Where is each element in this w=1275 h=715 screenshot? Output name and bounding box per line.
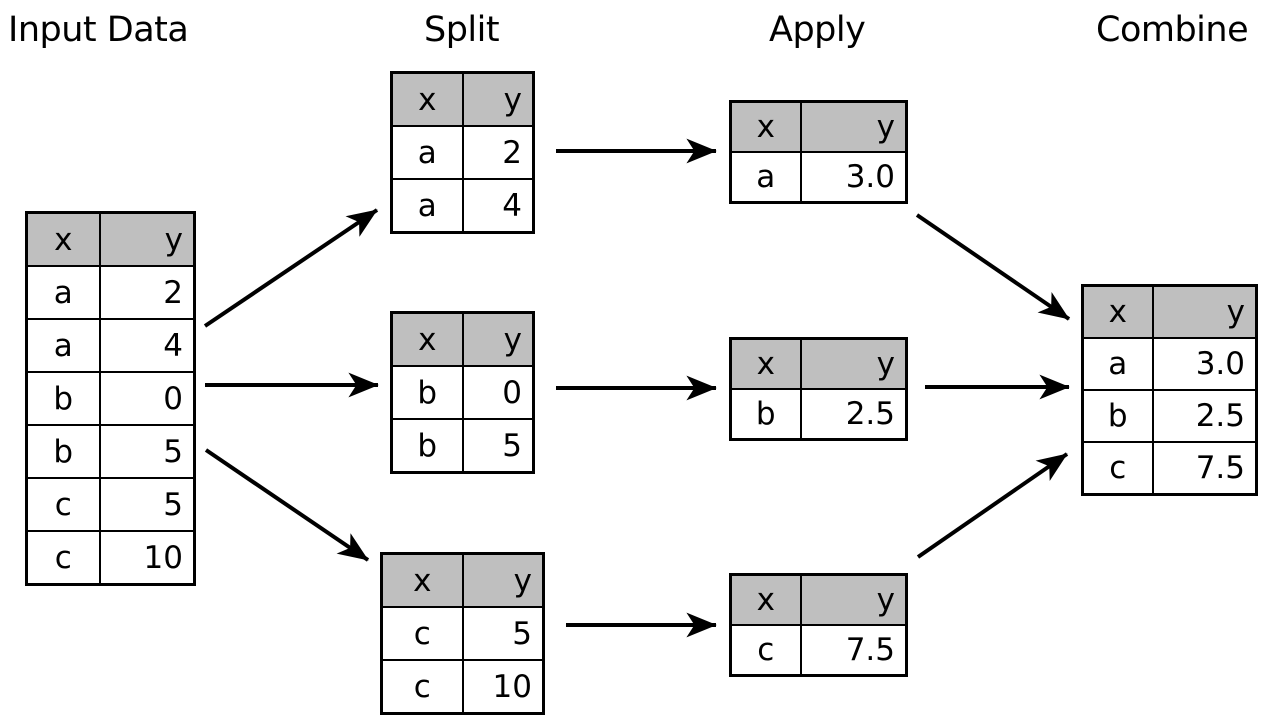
cell-y: 2 [461,125,535,180]
column-header-y: y [1151,284,1258,339]
column-header-y: y [461,311,535,367]
cell-y: 7.5 [1151,441,1258,496]
cell-y: 3.0 [1151,337,1258,391]
table-row: b 5 [390,418,535,474]
table-row: a 2 [25,265,196,320]
cell-x: a [1081,337,1154,391]
cell-x: b [390,418,464,474]
cell-y: 2.5 [799,388,908,441]
cell-y: 5 [461,418,535,474]
cell-y: 4 [461,178,535,234]
stage-title-input-data: Input Data [8,10,189,50]
cell-y: 0 [461,365,535,420]
table-header-row: x y [380,552,545,608]
table-header-row: x y [25,211,196,267]
table-row: c 7.5 [729,624,908,677]
table-row: c 7.5 [1081,441,1258,496]
input-data-table: x y a 2 a 4 b 0 b 5 c 5 [25,211,196,586]
cell-x: b [390,365,464,420]
table-header-row: x y [1081,284,1258,339]
column-header-x: x [390,71,464,127]
input-to-split-a-arrow [203,208,379,328]
cell-y: 5 [98,424,196,479]
input-to-split-c-arrow [204,448,370,562]
table-row: b 0 [390,365,535,420]
table-row: c 5 [25,477,196,532]
apply-table-group-c: x y c 7.5 [729,573,908,677]
cell-x: b [729,388,802,441]
table-row: b 2.5 [729,388,908,441]
cell-y: 2.5 [1151,389,1258,443]
cell-y: 0 [98,371,196,426]
cell-x: a [729,151,802,204]
column-header-y: y [461,71,535,127]
cell-x: c [1081,441,1154,496]
cell-x: a [390,125,464,180]
combine-table: x y a 3.0 b 2.5 c 7.5 [1081,284,1258,496]
column-header-x: x [729,573,802,626]
split-table-group-a: x y a 2 a 4 [390,71,535,234]
column-header-x: x [729,100,802,153]
table-row: b 2.5 [1081,389,1258,443]
column-header-y: y [461,552,545,608]
cell-y: 5 [98,477,196,532]
table-row: a 2 [390,125,535,180]
apply-c-to-combine-arrow [916,452,1069,559]
cell-x: b [25,424,101,479]
column-header-y: y [98,211,196,267]
table-header-row: x y [390,311,535,367]
table-row: a 4 [25,318,196,373]
cell-x: c [380,659,464,715]
cell-y: 7.5 [799,624,908,677]
column-header-x: x [729,337,802,390]
stage-title-split: Split [424,10,500,50]
split-table-group-b: x y b 0 b 5 [390,311,535,474]
column-header-x: x [25,211,101,267]
table-row: a 3.0 [729,151,908,204]
table-header-row: x y [729,100,908,153]
table-row: a 4 [390,178,535,234]
cell-y: 10 [98,530,196,586]
column-header-x: x [1081,284,1154,339]
apply-table-group-b: x y b 2.5 [729,337,908,441]
cell-x: c [25,530,101,586]
cell-x: a [25,265,101,320]
column-header-y: y [799,100,908,153]
table-header-row: x y [729,573,908,626]
column-header-y: y [799,337,908,390]
cell-y: 5 [461,606,545,661]
cell-x: b [25,371,101,426]
apply-table-group-a: x y a 3.0 [729,100,908,204]
table-row: b 0 [25,371,196,426]
column-header-x: x [380,552,464,608]
split-table-group-c: x y c 5 c 10 [380,552,545,715]
cell-y: 3.0 [799,151,908,204]
cell-x: c [25,477,101,532]
table-header-row: x y [729,337,908,390]
apply-a-to-combine-arrow [915,213,1071,321]
table-row: b 5 [25,424,196,479]
column-header-y: y [799,573,908,626]
cell-y: 10 [461,659,545,715]
cell-y: 4 [98,318,196,373]
cell-y: 2 [98,265,196,320]
cell-x: c [380,606,464,661]
table-row: a 3.0 [1081,337,1258,391]
cell-x: a [390,178,464,234]
stage-title-combine: Combine [1096,10,1249,50]
column-header-x: x [390,311,464,367]
stage-title-apply: Apply [769,10,866,50]
cell-x: a [25,318,101,373]
cell-x: b [1081,389,1154,443]
table-row: c 10 [380,659,545,715]
cell-x: c [729,624,802,677]
table-row: c 5 [380,606,545,661]
table-header-row: x y [390,71,535,127]
table-row: c 10 [25,530,196,586]
